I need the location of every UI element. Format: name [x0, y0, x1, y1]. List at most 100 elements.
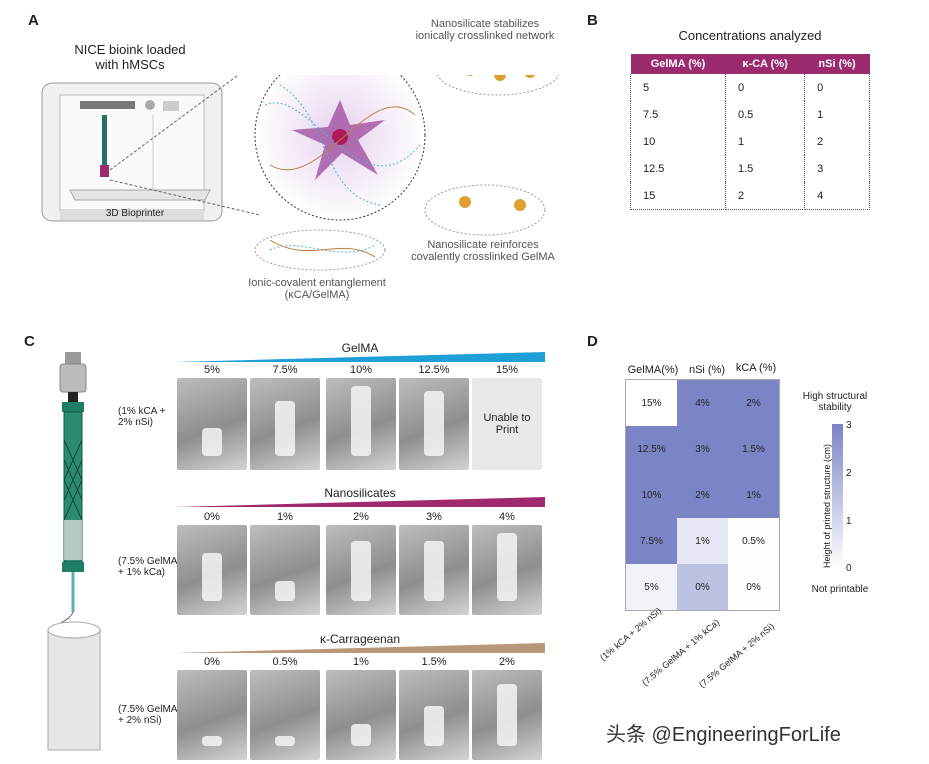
heatmap-cell: 0%: [677, 564, 728, 610]
print-photo: [472, 525, 542, 615]
heatmap-cell: 2%: [728, 380, 779, 426]
heatmap-cell: 4%: [677, 380, 728, 426]
heatmap-cell: 1.5%: [728, 426, 779, 472]
col-header-gelma: GelMA(%): [627, 364, 679, 376]
printed-structure: [202, 553, 222, 601]
photo-label: 1.5%: [421, 656, 447, 668]
header-kca: κ-CA (%): [725, 54, 805, 74]
colorbar-tick: 2: [846, 468, 852, 479]
print-photo: [326, 378, 396, 470]
print-photo: [250, 670, 320, 760]
watermark: 头条 @EngineeringForLife: [606, 724, 841, 746]
printed-structure: [275, 736, 295, 746]
header-nsi: nSi (%): [804, 54, 870, 74]
photo-label: 0.5%: [272, 656, 298, 668]
colorbar: [832, 424, 843, 568]
print-photo: [250, 525, 320, 615]
photo-label: 0%: [204, 511, 220, 523]
panel-a-illustration: [41, 75, 560, 271]
photo-label: 2%: [353, 511, 369, 523]
printed-structure: [275, 581, 295, 601]
heatmap-frame: [625, 379, 780, 611]
print-photo: [326, 525, 396, 615]
colorbar-tick: 3: [846, 420, 852, 431]
heatmap-cell: 0%: [728, 564, 779, 610]
print-photo: [177, 670, 247, 760]
colorbar-tick: 0: [846, 563, 852, 574]
heatmap-cell: 7.5%: [626, 518, 677, 564]
photo-label: 0%: [204, 656, 220, 668]
printed-structure: [351, 724, 371, 746]
callout-bottom: Ionic-covalent entanglement (κCA/GelMA): [248, 277, 386, 301]
gelma-gradient-bar: [175, 352, 545, 362]
table-header-row: GelMA (%) κ-CA (%) nSi (%): [630, 54, 870, 74]
heatmap-cell: 12.5%: [626, 426, 677, 472]
photo-label: 4%: [499, 511, 515, 523]
panel-d-letter: D: [587, 333, 598, 350]
panel-b-title: Concentrations analyzed: [678, 28, 822, 43]
photo-label: 3%: [426, 511, 442, 523]
printed-structure: [424, 541, 444, 601]
unable-line1: Unable to: [483, 412, 531, 424]
printed-structure: [497, 684, 517, 746]
syringe-illustration: [47, 352, 101, 751]
photo-label: 12.5%: [418, 364, 450, 376]
colorbar-axis-label: Height of printed structure (cm): [822, 443, 832, 568]
panel-a-title: NICE bioink loaded with hMSCs: [74, 42, 186, 72]
printed-structure: [202, 736, 222, 746]
row-title-carrageenan: κ-Carrageenan: [319, 632, 401, 646]
row-condition-nanosilicates: (7.5% GelMA + 1% kCa): [118, 556, 178, 578]
nanosilicates-gradient-bar: [175, 497, 545, 507]
cell-network-sphere: [254, 75, 426, 221]
printed-structure: [424, 391, 444, 456]
photo-label: 1%: [277, 511, 293, 523]
panel-a-letter: A: [28, 12, 39, 29]
panel-c-letter: C: [24, 333, 35, 350]
printed-structure: [424, 706, 444, 746]
photo-label: 7.5%: [272, 364, 298, 376]
callout-top: Nanosilicate stabilizes ionically crossl…: [415, 18, 555, 42]
header-gelma: GelMA (%): [630, 54, 726, 74]
colorbar-bottom-label: Not printable: [811, 584, 869, 595]
photo-label: 1%: [353, 656, 369, 668]
heatmap-cell: 10%: [626, 472, 677, 518]
print-photo: [399, 670, 469, 760]
photo-label: 2%: [499, 656, 515, 668]
heatmap-cell: 5%: [626, 564, 677, 610]
print-photo: [250, 378, 320, 470]
printer-label: 3D Bioprinter: [105, 208, 165, 219]
print-photo: [177, 378, 247, 470]
row-condition-carrageenan: (7.5% GelMA + 2% nSi): [118, 704, 178, 726]
row-title-gelma: GelMA: [341, 341, 379, 355]
row-title-nanosilicates: Nanosilicates: [324, 486, 396, 500]
heatmap-cell: 1%: [677, 518, 728, 564]
printed-structure: [275, 401, 295, 456]
carrageenan-gradient-bar: [175, 643, 545, 653]
print-photo: [399, 378, 469, 470]
print-photo: [399, 525, 469, 615]
unable-line2: Print: [495, 424, 519, 436]
printed-structure: [351, 541, 371, 601]
heatmap-cell: 2%: [677, 472, 728, 518]
heatmap-cell: 15%: [626, 380, 677, 426]
bioprinter-icon: [41, 82, 223, 222]
print-photo: [177, 525, 247, 615]
col-header-nsi: nSi (%): [688, 364, 726, 376]
photo-label: 10%: [349, 364, 373, 376]
row-label-gelma: (1% kCA + 2% nSi): [598, 605, 664, 663]
printed-structure: [351, 386, 371, 456]
printed-structure: [497, 533, 517, 601]
heatmap-cell: 1%: [728, 472, 779, 518]
panel-b-letter: B: [587, 12, 598, 29]
printed-structure: [202, 428, 222, 456]
row-condition-gelma: (1% kCA + 2% nSi): [118, 406, 166, 428]
print-photo: [326, 670, 396, 760]
heatmap-cell: 0.5%: [728, 518, 779, 564]
